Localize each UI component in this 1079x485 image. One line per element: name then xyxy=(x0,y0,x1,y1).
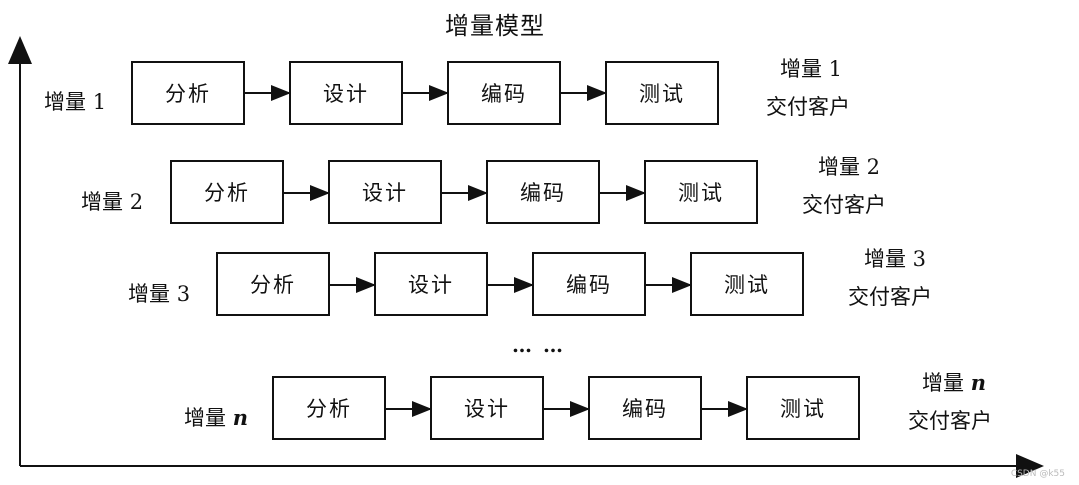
stage-analysis: 分析 xyxy=(272,376,386,440)
increment-label-1: 增量 1 xyxy=(44,86,106,116)
increment-label-number: n xyxy=(232,405,248,430)
stage-coding: 编码 xyxy=(588,376,702,440)
stage-analysis: 分析 xyxy=(131,61,245,125)
increment-label-number: 3 xyxy=(176,282,191,306)
watermark: CSDN @k55 xyxy=(1010,469,1065,479)
stage-design: 设计 xyxy=(328,160,442,224)
delivery-increment: 增量 2 xyxy=(818,155,881,179)
increment-label-prefix: 增量 xyxy=(81,190,130,214)
increment-label-number: 2 xyxy=(129,190,144,214)
increment-label-2: 增量 2 xyxy=(81,186,143,216)
increment-label-3: 增量 3 xyxy=(128,278,190,308)
delivery-note-n: 增量 n 交付客户 xyxy=(908,364,992,440)
delivery-increment-number: n xyxy=(970,370,986,395)
increment-label-prefix: 增量 xyxy=(184,406,233,430)
stage-design: 设计 xyxy=(289,61,403,125)
stage-testing: 测试 xyxy=(746,376,860,440)
delivery-note-2: 增量 2 交付客户 xyxy=(802,148,886,224)
delivery-increment: 增量 1 xyxy=(780,57,843,81)
increment-label-prefix: 增量 xyxy=(128,282,177,306)
stage-analysis: 分析 xyxy=(216,252,330,316)
delivery-to-customer: 交付客户 xyxy=(848,285,932,309)
diagram-title: 增量模型 xyxy=(445,12,545,40)
delivery-to-customer: 交付客户 xyxy=(802,193,886,217)
delivery-to-customer: 交付客户 xyxy=(766,95,850,119)
ellipsis: … … xyxy=(512,333,565,357)
delivery-increment: 增量 n xyxy=(922,364,992,402)
stage-coding: 编码 xyxy=(486,160,600,224)
stage-coding: 编码 xyxy=(447,61,561,125)
stage-design: 设计 xyxy=(430,376,544,440)
delivery-increment-prefix: 增量 xyxy=(922,371,971,395)
increment-label-prefix: 增量 xyxy=(44,90,93,114)
stage-testing: 测试 xyxy=(605,61,719,125)
delivery-to-customer: 交付客户 xyxy=(908,409,992,433)
stage-testing: 测试 xyxy=(644,160,758,224)
increment-label-n: 增量 n xyxy=(184,402,248,432)
delivery-note-1: 增量 1 交付客户 xyxy=(766,50,850,126)
increment-label-number: 1 xyxy=(92,90,107,114)
stage-design: 设计 xyxy=(374,252,488,316)
stage-testing: 测试 xyxy=(690,252,804,316)
stage-coding: 编码 xyxy=(532,252,646,316)
stage-analysis: 分析 xyxy=(170,160,284,224)
delivery-note-3: 增量 3 交付客户 xyxy=(848,240,932,316)
delivery-increment: 增量 3 xyxy=(864,247,927,271)
